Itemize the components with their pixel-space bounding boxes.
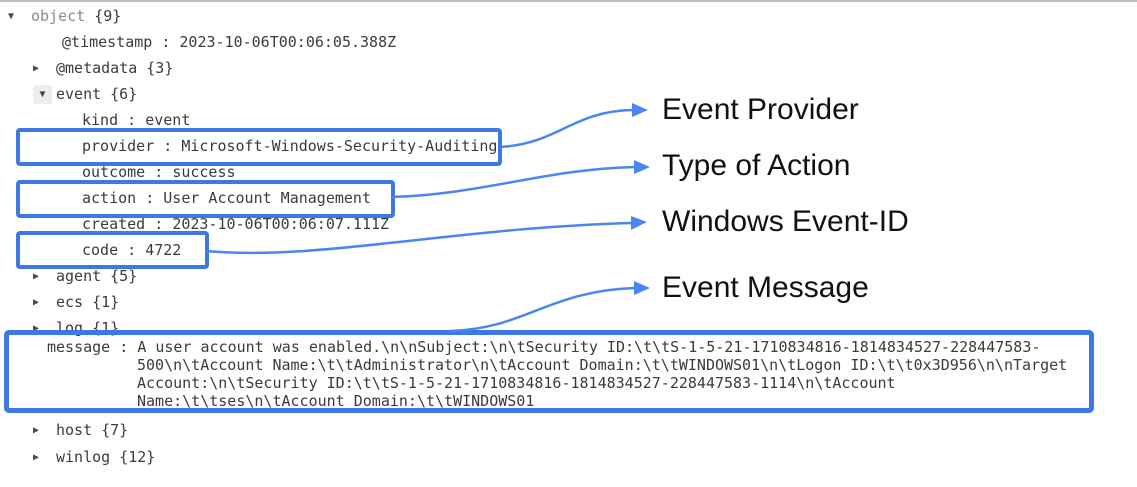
triangle-toggle-highlight[interactable]: ▼ <box>33 85 52 104</box>
connector-action-arrow-icon <box>634 160 650 174</box>
tree-row-kind: kind : event <box>82 107 190 133</box>
triangle-right-icon[interactable]: ▶ <box>33 62 40 74</box>
key-value-separator: : <box>118 241 146 259</box>
highlight-box-action <box>16 180 395 218</box>
field-count: {1} <box>92 293 120 311</box>
annotation-type-of-action: Type of Action <box>662 149 851 182</box>
key-value-separator: : <box>110 338 138 356</box>
annotation-event-provider: Event Provider <box>662 93 859 126</box>
field-key: message <box>47 338 111 356</box>
tree-row-message: message : A user account was enabled.\n\… <box>47 338 1067 410</box>
key-value-separator: : <box>136 189 164 207</box>
annotation-windows-event-id: Windows Event-ID <box>662 205 909 238</box>
field-key: event <box>56 85 102 103</box>
tree-row-provider: provider : Microsoft-Windows-Security-Au… <box>82 133 497 159</box>
connector-provider-arrow-icon <box>632 103 648 117</box>
highlight-box-provider <box>16 128 502 166</box>
key-value-separator: : <box>145 215 173 233</box>
tree-row-object[interactable]: ▼ object {9} <box>8 3 121 29</box>
field-count: {7} <box>101 421 129 439</box>
tree-row-action: action : User Account Management <box>82 185 371 211</box>
highlight-box-code <box>16 231 209 269</box>
connector-action-line <box>390 165 636 199</box>
triangle-right-icon[interactable]: ▶ <box>33 451 40 463</box>
field-value: Microsoft-Windows-Security-Auditing <box>181 137 498 155</box>
field-key: kind <box>82 111 119 129</box>
annotation-event-message: Event Message <box>662 271 869 304</box>
field-count: {5} <box>110 267 138 285</box>
highlight-box-message <box>4 330 1094 413</box>
field-count: {12} <box>119 448 156 466</box>
tree-row-event[interactable]: ▼ event {6} <box>33 81 137 107</box>
field-value: 2023-10-06T00:06:05.388Z <box>179 33 397 51</box>
field-key: @timestamp <box>62 33 153 51</box>
triangle-right-icon[interactable]: ▶ <box>33 424 40 436</box>
field-value: A user account was enabled.\n\nSubject:\… <box>137 338 1041 356</box>
key-value-separator: : <box>152 33 180 51</box>
triangle-right-icon[interactable]: ▶ <box>33 322 40 334</box>
tree-row-outcome: outcome : success <box>82 159 236 185</box>
tree-row-timestamp: @timestamp : 2023-10-06T00:06:05.388Z <box>62 29 396 55</box>
field-key: ecs <box>56 293 84 311</box>
tree-row-agent[interactable]: ▶ agent {5} <box>33 263 137 289</box>
connector-provider-line <box>500 108 634 149</box>
message-line: Name:\t\tses\n\tAccount Domain:\t\tWINDO… <box>137 392 535 410</box>
field-key: winlog <box>56 448 111 466</box>
field-key: agent <box>56 267 102 285</box>
connector-message-line <box>449 286 636 333</box>
message-line: Account:\n\tSecurity ID:\t\tS-1-5-21-171… <box>137 374 896 392</box>
field-count: {9} <box>94 7 122 25</box>
field-key: action <box>82 189 137 207</box>
message-line: message : A user account was enabled.\n\… <box>47 338 1067 356</box>
field-count: {6} <box>110 85 138 103</box>
field-key: provider <box>82 137 155 155</box>
field-key: @metadata <box>56 59 138 77</box>
tree-row-ecs[interactable]: ▶ ecs {1} <box>33 289 119 315</box>
key-value-separator: : <box>145 163 173 181</box>
field-value: User Account Management <box>163 189 371 207</box>
triangle-down-icon[interactable]: ▼ <box>8 10 15 22</box>
top-divider <box>0 0 1137 2</box>
field-count: {3} <box>146 59 174 77</box>
tree-row-host[interactable]: ▶ host {7} <box>33 417 128 443</box>
triangle-down-icon[interactable]: ▼ <box>39 88 46 100</box>
message-line: 500\n\tAccount Name:\t\tAdministrator\n\… <box>137 356 1068 374</box>
tree-row-code: code : 4722 <box>82 237 181 263</box>
field-key: host <box>56 421 93 439</box>
tree-row-metadata[interactable]: ▶ @metadata {3} <box>33 55 173 81</box>
field-key: created <box>82 215 146 233</box>
key-value-separator: : <box>118 111 146 129</box>
connector-code-arrow-icon <box>631 216 647 230</box>
key-value-separator: : <box>154 137 182 155</box>
field-value: success <box>172 163 236 181</box>
connector-message-arrow-icon <box>634 281 650 295</box>
field-key: object <box>31 7 86 25</box>
field-value: event <box>145 111 191 129</box>
field-value: 4722 <box>145 241 182 259</box>
tree-row-winlog[interactable]: ▶ winlog {12} <box>33 444 155 470</box>
field-key: code <box>82 241 119 259</box>
triangle-right-icon[interactable]: ▶ <box>33 296 40 308</box>
triangle-right-icon[interactable]: ▶ <box>33 270 40 282</box>
field-key: outcome <box>82 163 146 181</box>
